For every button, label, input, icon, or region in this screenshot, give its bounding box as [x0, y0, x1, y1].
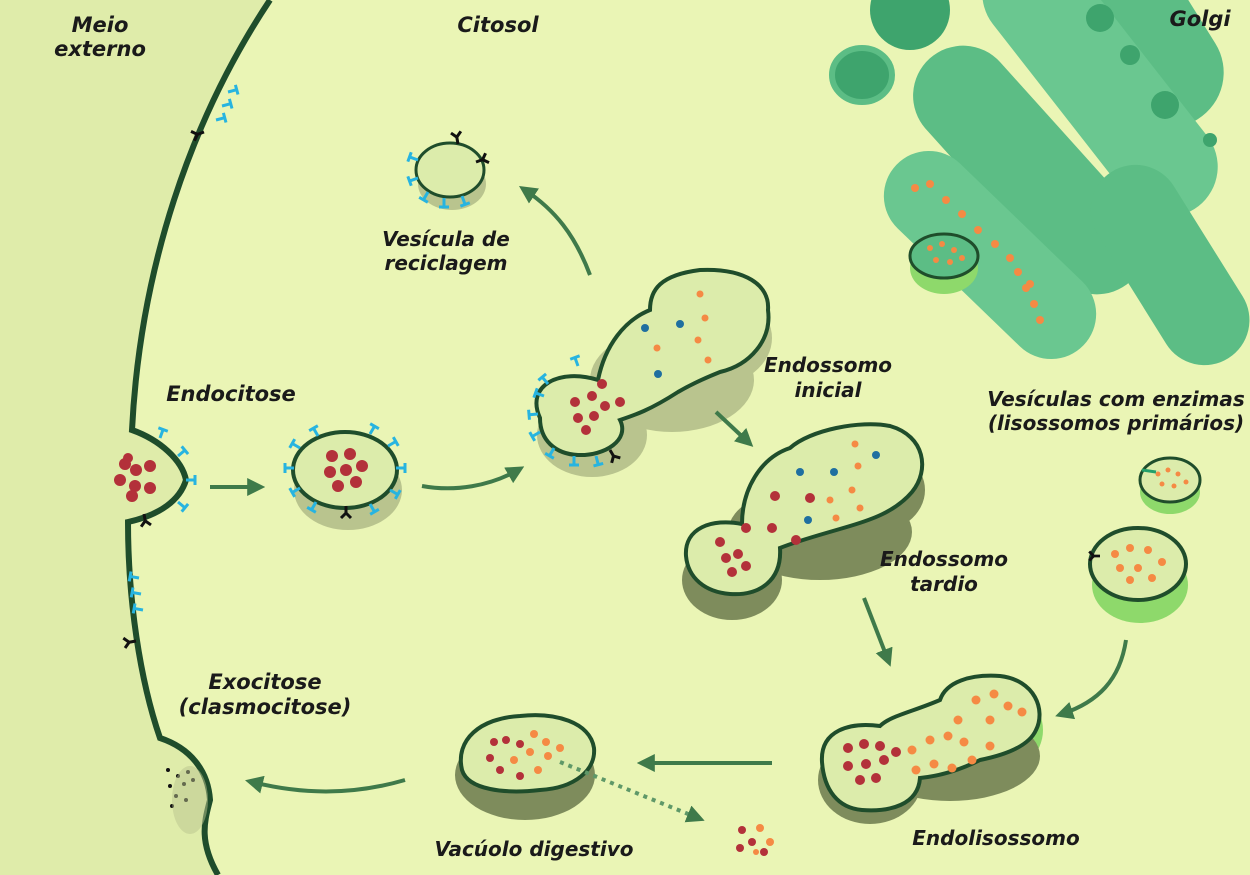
label-vesicula-reciclagem-1: Vesícula de: [382, 227, 510, 251]
label-endossomo-inicial-2: inicial: [794, 378, 862, 402]
label-endossomo-inicial-1: Endossomo: [764, 353, 892, 377]
label-vesicula-reciclagem-2: reciclagem: [384, 251, 507, 275]
external-medium: [0, 0, 270, 875]
label-golgi: Golgi: [1169, 7, 1231, 31]
label-vesiculas-enzimas-2: (lisossomos primários): [988, 411, 1244, 435]
late-endosome: [682, 422, 925, 620]
endolysosome: [818, 673, 1043, 824]
endocytosis-cargo: [114, 453, 156, 502]
label-endossomo-tardio-1: Endossomo: [880, 547, 1008, 571]
recycling-vesicle: [406, 129, 491, 210]
label-exocitose-1: Exocitose: [208, 670, 321, 694]
golgi-apparatus: [829, 0, 1250, 366]
label-meio-externo-2: externo: [54, 37, 146, 61]
label-exocitose-2: (clasmocitose): [179, 695, 352, 719]
label-vesiculas-enzimas-1: Vesículas com enzimas: [987, 387, 1245, 411]
label-endossomo-tardio-2: tardio: [910, 572, 978, 596]
label-vacuolo-digestivo: Vacúolo digestivo: [435, 837, 634, 861]
label-endolisossomo: Endolisossomo: [912, 826, 1080, 850]
label-citosol: Citosol: [457, 13, 539, 37]
label-endocitose: Endocitose: [166, 382, 296, 406]
process-arrows: [210, 186, 1128, 794]
cell-membrane: [124, 0, 273, 875]
digestive-vacuole: [455, 713, 774, 856]
primary-lysosomes: [1087, 456, 1202, 623]
endocytic-vesicle: [283, 422, 407, 530]
label-meio-externo-1: Meio: [72, 13, 129, 37]
exocytosis-vesicle: [172, 766, 208, 834]
early-endosome: [527, 267, 772, 477]
